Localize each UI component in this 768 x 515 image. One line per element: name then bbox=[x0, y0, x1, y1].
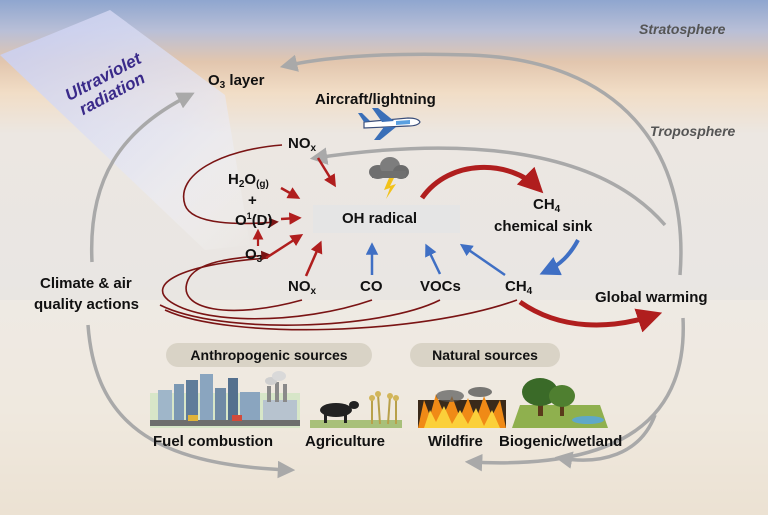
biogenic-wetland-label: Biogenic/wetland bbox=[499, 433, 623, 450]
nox-to-o1d-curve bbox=[182, 144, 283, 228]
agriculture-icon bbox=[310, 391, 402, 428]
grey-arrow-mid bbox=[309, 146, 667, 227]
o3-label: O3 bbox=[245, 246, 263, 265]
o1d-tail: (D) bbox=[251, 212, 273, 229]
o1d-main: O bbox=[235, 212, 247, 229]
h2o-mid: O bbox=[244, 171, 257, 188]
grey-arrow-left-up bbox=[89, 92, 195, 263]
nox-main: NO bbox=[288, 278, 311, 295]
grey-arrow-right-down bbox=[464, 317, 685, 472]
agriculture-label: Agriculture bbox=[305, 433, 386, 450]
ch4-label: CH4 bbox=[505, 278, 533, 297]
nox-top-to-oh-arrow bbox=[316, 157, 336, 188]
ch4-sink-main: CH bbox=[533, 196, 555, 213]
city-icon bbox=[150, 371, 300, 428]
o3-layer-main: O bbox=[208, 72, 220, 89]
nox-top-sub: x bbox=[310, 143, 317, 154]
h2o-sub1: 2 bbox=[238, 179, 245, 190]
nox-sub: x bbox=[310, 286, 317, 297]
wildfire-icon bbox=[418, 387, 506, 428]
h2o-to-oh-arrow bbox=[280, 186, 301, 199]
ch4-to-warming-arrow bbox=[518, 299, 663, 333]
oh-to-ch4-sink-arrow bbox=[419, 164, 544, 200]
co-loop-curve bbox=[161, 257, 373, 320]
grey-arrow-left-down bbox=[86, 324, 296, 479]
grey-arrow-natural bbox=[554, 414, 657, 469]
h2o-main: H bbox=[228, 171, 239, 188]
o3-to-oh-arrow bbox=[265, 233, 304, 260]
fuel-combustion-label: Fuel combustion bbox=[153, 433, 273, 450]
uv-beam bbox=[0, 10, 250, 250]
global-warming-label: Global warming bbox=[595, 289, 708, 306]
natural-sources-pill: Natural sources bbox=[410, 343, 560, 367]
o3-layer-sub: 3 bbox=[219, 80, 226, 91]
nox-to-oh-arrow bbox=[304, 240, 323, 277]
ch4-sink-label: CH4 bbox=[533, 196, 561, 215]
climate-line2: quality actions bbox=[34, 296, 140, 313]
anthropogenic-sources-pill: Anthropogenic sources bbox=[166, 343, 372, 367]
ground-haze bbox=[0, 300, 768, 515]
o3-sub: 3 bbox=[256, 254, 263, 265]
aircraft-label: Aircraft/lightning bbox=[315, 91, 436, 108]
climate-line1: Climate & air bbox=[40, 275, 132, 292]
h2o-label: H2O(g) bbox=[228, 171, 269, 190]
wildfire-label: Wildfire bbox=[428, 433, 483, 450]
ch4-to-oh-arrow bbox=[459, 243, 506, 277]
nox-to-o3-curve bbox=[185, 250, 303, 312]
ch4-sub: 4 bbox=[526, 286, 533, 297]
vocs-loop-curve bbox=[159, 299, 441, 326]
o3-layer-tail: layer bbox=[225, 72, 265, 89]
oh-radical-box bbox=[313, 205, 460, 233]
chemical-sink-label: chemical sink bbox=[494, 218, 593, 235]
grey-arrow-top bbox=[279, 52, 683, 276]
h2o-sub2: (g) bbox=[256, 179, 269, 190]
o3-main: O bbox=[245, 246, 257, 263]
nox-top-label: NOx bbox=[288, 135, 317, 154]
oh-radical-label: OH radical bbox=[342, 210, 418, 227]
wetland-icon bbox=[512, 378, 608, 428]
ch4-loop-curve bbox=[164, 299, 518, 331]
stratosphere-label: Stratosphere bbox=[639, 21, 726, 37]
nox-top-main: NO bbox=[288, 135, 311, 152]
o1d-label: O1(D) bbox=[235, 211, 273, 229]
ch4-main: CH bbox=[505, 278, 527, 295]
aircraft-icon bbox=[358, 108, 421, 140]
o1d-to-oh-arrow bbox=[280, 212, 302, 225]
co-label: CO bbox=[360, 278, 383, 295]
nox-label: NOx bbox=[288, 278, 317, 297]
o1d-sup: 1 bbox=[246, 211, 252, 221]
plus-label: + bbox=[248, 192, 257, 209]
vocs-label: VOCs bbox=[420, 278, 461, 295]
vocs-to-oh-arrow bbox=[425, 243, 442, 275]
o3-layer-label: O3 layer bbox=[208, 72, 265, 91]
troposphere-label: Troposphere bbox=[650, 123, 736, 139]
ch4-sink-sub: 4 bbox=[554, 204, 561, 215]
storm-cloud-icon bbox=[369, 157, 409, 199]
sink-to-ch4-arrow bbox=[539, 239, 580, 276]
